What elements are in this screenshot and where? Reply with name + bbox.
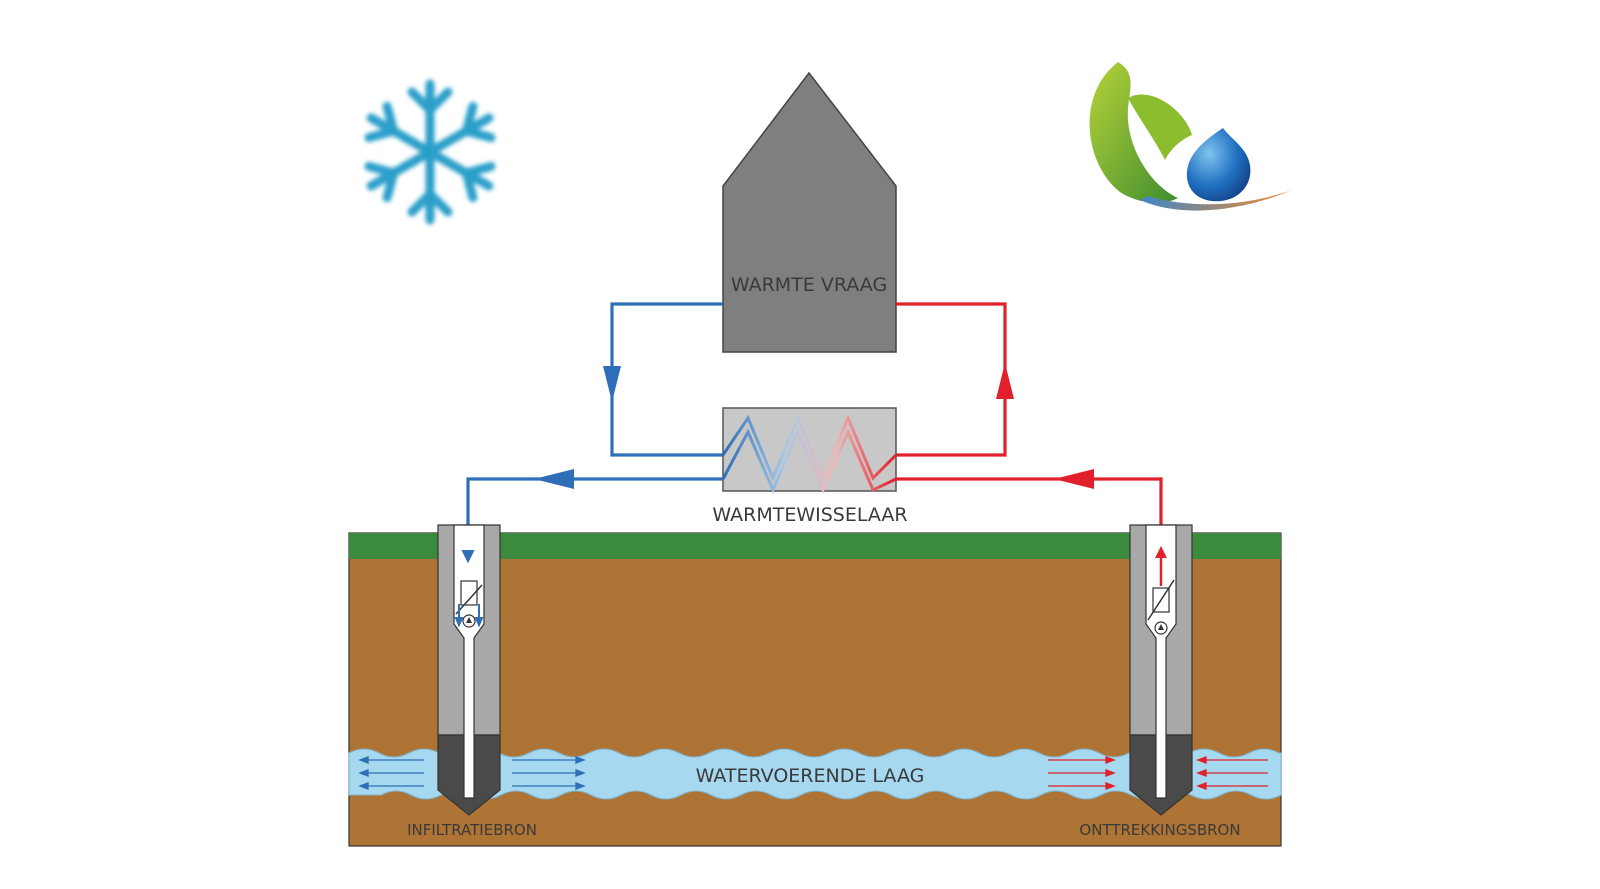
extraction-well: ONTTREKKINGSBRON — [1079, 524, 1241, 839]
heat-exchanger-label: WARMTEWISSELAAR — [712, 504, 907, 526]
extraction-well-label: ONTTREKKINGSBRON — [1079, 821, 1240, 839]
aquifer-label: WATERVOERENDE LAAG — [696, 765, 925, 787]
snowflake-icon — [362, 79, 498, 220]
warm-flow-arrow-up — [996, 363, 1014, 399]
warm-flow-arrow-left — [1054, 469, 1094, 489]
cold-flow-arrow-left — [534, 469, 574, 489]
infiltration-well-label: INFILTRATIEBRON — [407, 821, 537, 839]
aquifer-flow-arrows-extraction — [1048, 756, 1268, 790]
leaf-water-drop-logo — [1089, 62, 1292, 211]
aquifer-flow-arrows-infiltration — [358, 756, 586, 790]
heat-exchanger: WARMTEWISSELAAR — [712, 407, 908, 526]
house-heat-demand: WARMTE VRAAG — [722, 71, 897, 353]
heat-demand-label: WARMTE VRAAG — [731, 274, 887, 296]
infiltration-well: INFILTRATIEBRON — [407, 524, 537, 839]
cold-flow-arrow-down — [603, 366, 621, 402]
